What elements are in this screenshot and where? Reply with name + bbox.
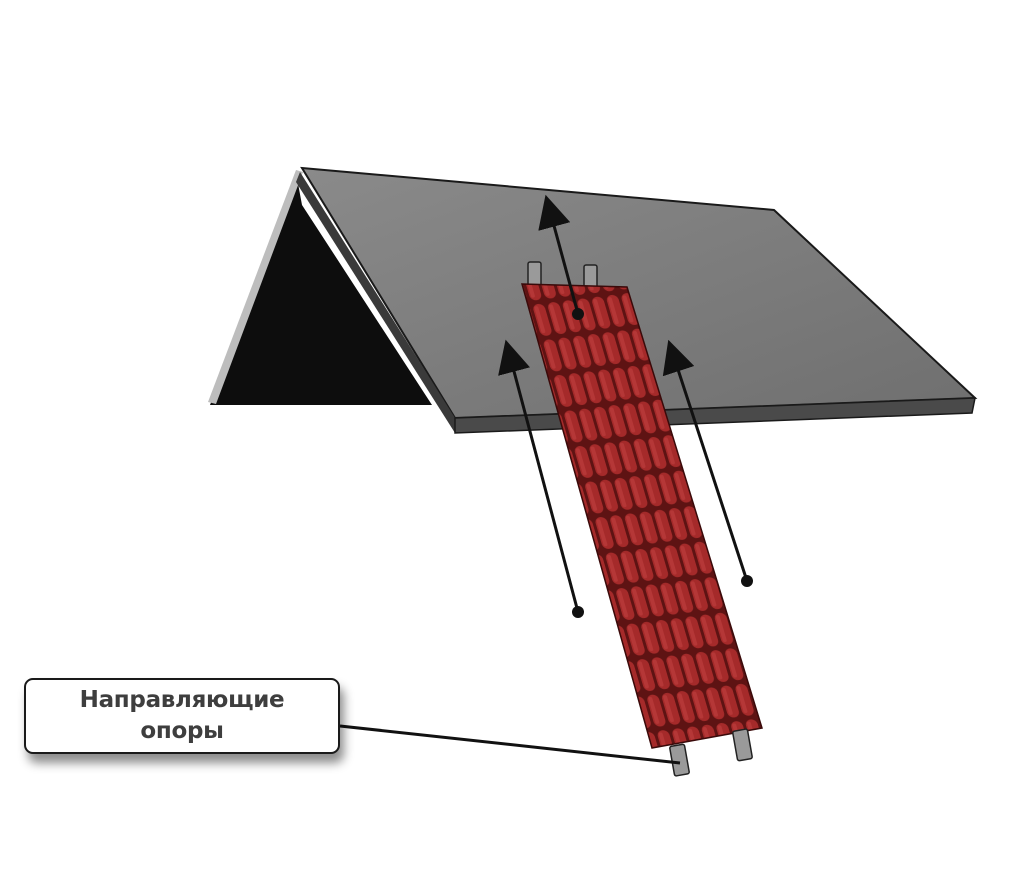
roof-front-edge: [296, 172, 455, 433]
rails-bottom: [669, 728, 753, 777]
roof-gable-dark: [210, 178, 432, 405]
callout-line-1: Направляющие: [79, 686, 285, 713]
callout-leader-line: [339, 724, 681, 765]
arrow-up-icon: [662, 339, 753, 587]
tile-ladder: [521, 283, 763, 749]
arrow-up-icon: [498, 339, 584, 618]
roof-left-edge: [208, 170, 303, 404]
callout-line-2: опоры: [140, 718, 224, 744]
guide-supports-callout: Направляющие опоры: [24, 678, 340, 754]
arrow-up-icon: [538, 194, 584, 320]
